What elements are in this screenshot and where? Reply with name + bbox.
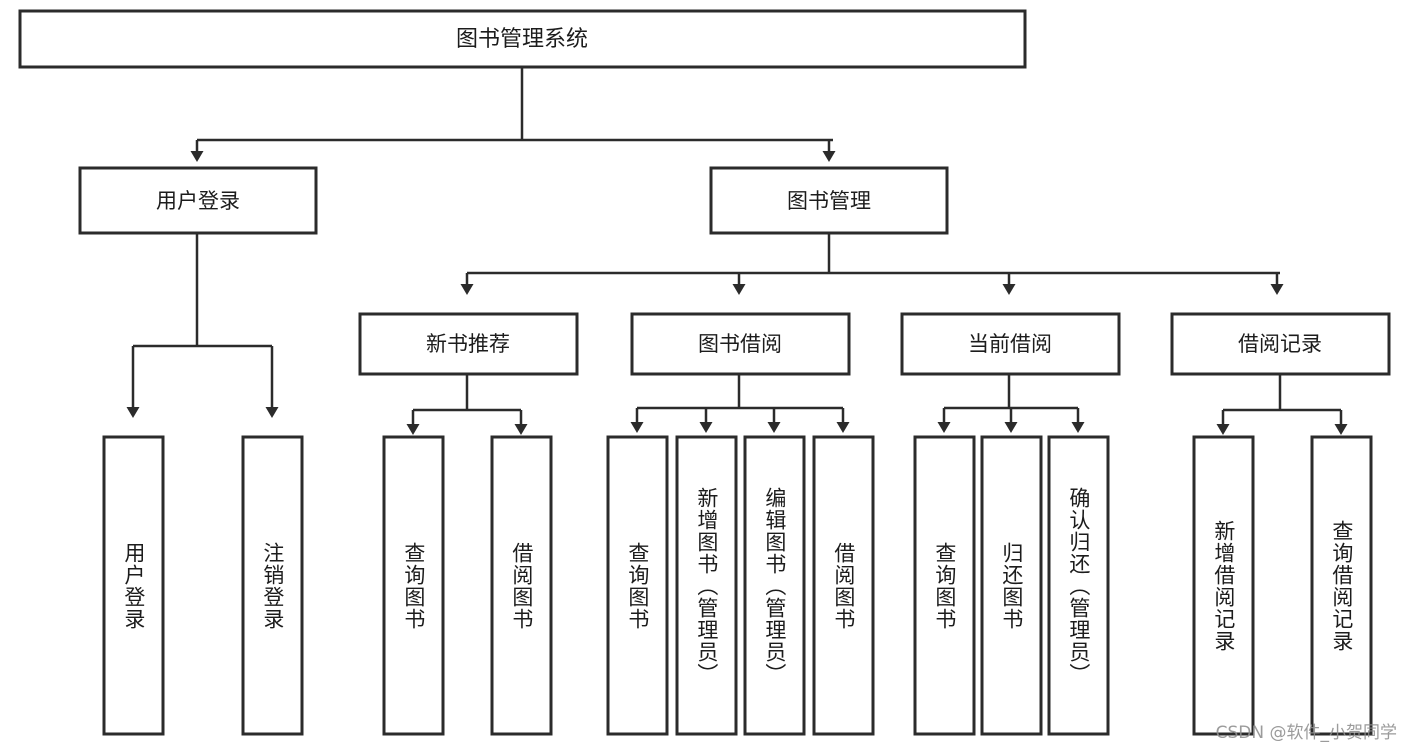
- leaf-borrow-record-1[interactable]: [1310, 435, 1373, 736]
- leaf-user-login-1[interactable]: [241, 435, 304, 736]
- leaf-borrow-book-3[interactable]: [812, 435, 875, 736]
- connector-borrow-book-to-leaves: [630, 374, 850, 433]
- leaf-borrow-book-1[interactable]: [675, 435, 738, 736]
- leaf-borrow-record-0[interactable]: [1192, 435, 1255, 736]
- node-root-label: 图书管理系统: [456, 27, 588, 52]
- leaf-current-borrow-1[interactable]: [980, 435, 1043, 736]
- node-book-management-label: 图书管理: [787, 189, 871, 213]
- node-book-borrow[interactable]: 图书借阅: [630, 312, 851, 376]
- node-root[interactable]: 图书管理系统: [18, 9, 1027, 69]
- connector-new-book-to-leaves: [406, 374, 528, 435]
- node-user-login[interactable]: 用户登录: [78, 166, 318, 235]
- node-current-borrow[interactable]: 当前借阅: [900, 312, 1121, 376]
- node-new-book-recommend-label: 新书推荐: [426, 332, 510, 356]
- node-borrow-record-label: 借阅记录: [1238, 332, 1322, 356]
- leaf-current-borrow-0[interactable]: [913, 435, 976, 736]
- node-book-management[interactable]: 图书管理: [709, 166, 949, 235]
- leaf-new-book-1[interactable]: [490, 435, 553, 736]
- leaf-new-book-0[interactable]: [382, 435, 445, 736]
- node-user-login-label: 用户登录: [156, 189, 240, 213]
- connector-borrow-record-to-leaves: [1216, 374, 1348, 435]
- node-current-borrow-label: 当前借阅: [968, 332, 1052, 356]
- connector-user-login-to-leaves: [126, 233, 279, 418]
- connector-current-borrow-to-leaves: [937, 374, 1085, 433]
- node-borrow-record[interactable]: 借阅记录: [1170, 312, 1391, 376]
- leaf-borrow-book-2[interactable]: [743, 435, 806, 736]
- connector-root-to-level2: [190, 67, 836, 162]
- node-book-borrow-label: 图书借阅: [698, 332, 782, 356]
- connector-book-mgmt-to-level3: [460, 233, 1284, 295]
- leaf-current-borrow-2[interactable]: [1047, 435, 1110, 736]
- node-new-book-recommend[interactable]: 新书推荐: [358, 312, 579, 376]
- csdn-watermark: CSDN @软件_小贺同学: [1215, 723, 1397, 743]
- leaf-user-login-0[interactable]: [102, 435, 165, 736]
- leaf-borrow-book-0[interactable]: [606, 435, 669, 736]
